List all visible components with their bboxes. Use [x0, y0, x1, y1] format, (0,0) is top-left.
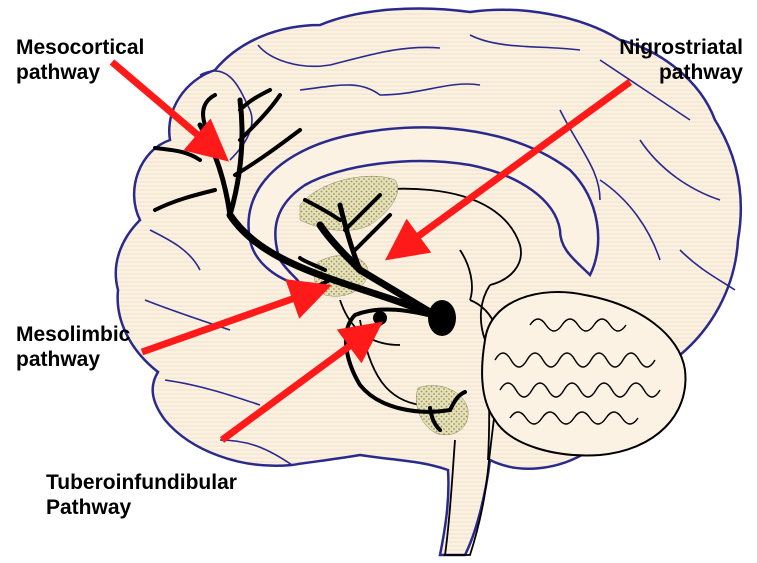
label-tuberoinfundibular-line1: Tuberoinfundibular — [46, 470, 237, 495]
label-nigrostriatal-line2: pathway — [619, 60, 743, 85]
label-mesocortical-line2: pathway — [16, 60, 144, 85]
label-mesolimbic-line2: pathway — [16, 347, 130, 372]
label-nigrostriatal-line1: Nigrostriatal — [619, 35, 743, 60]
label-mesocortical: Mesocortical pathway — [16, 35, 144, 85]
label-mesolimbic: Mesolimbic pathway — [16, 322, 130, 372]
label-nigrostriatal: Nigrostriatal pathway — [619, 35, 743, 85]
label-mesolimbic-line1: Mesolimbic — [16, 322, 130, 347]
label-tuberoinfundibular-line2: Pathway — [46, 495, 237, 520]
label-mesocortical-line1: Mesocortical — [16, 35, 144, 60]
label-tuberoinfundibular: Tuberoinfundibular Pathway — [46, 470, 237, 520]
